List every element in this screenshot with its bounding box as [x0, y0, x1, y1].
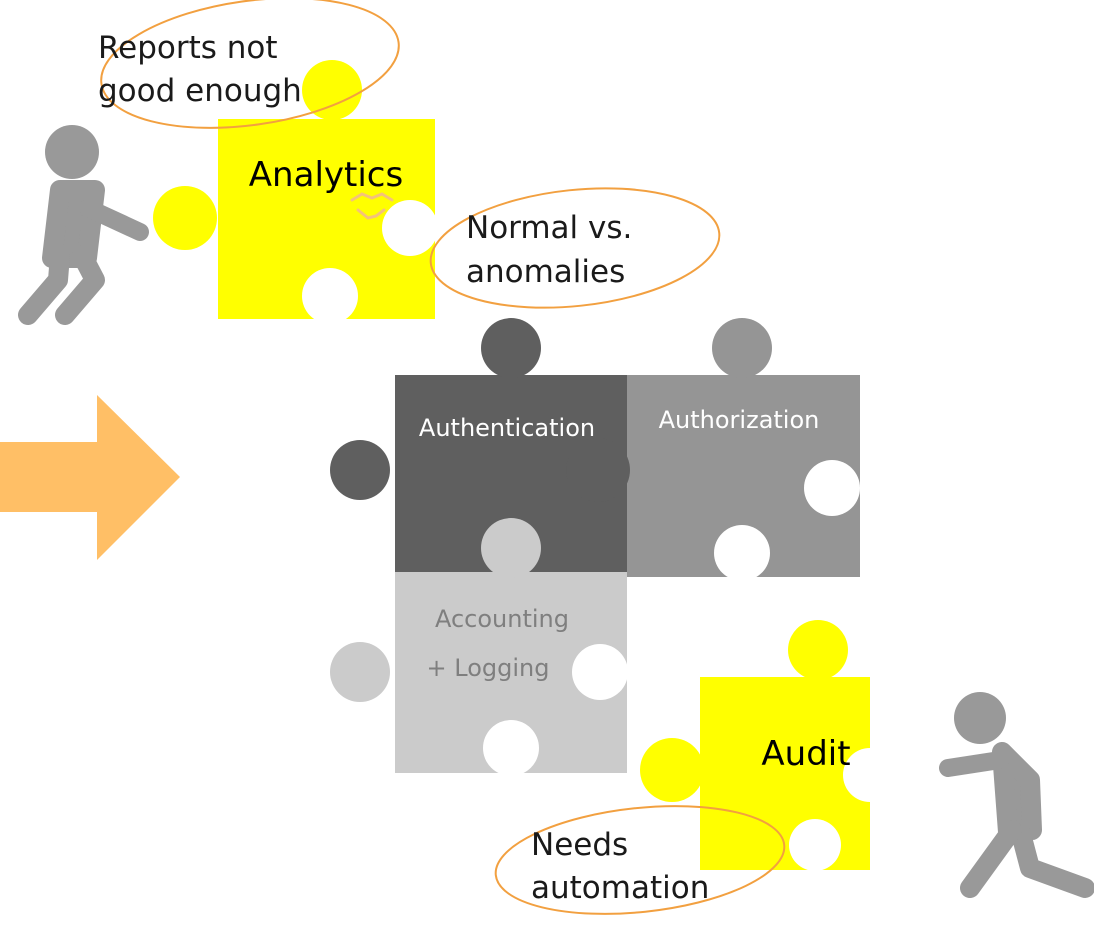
puzzle-piece-audit	[640, 620, 870, 870]
puzzle-piece-authentication	[330, 318, 630, 572]
audit-bottom-socket	[789, 819, 841, 871]
authorization-right-socket	[804, 460, 860, 516]
callout-reports-line1: Reports not	[98, 30, 278, 66]
person-pushing-icon	[939, 692, 1094, 898]
accounting-socket	[572, 644, 628, 700]
accounting-label-line2: + Logging	[427, 654, 550, 682]
audit-label: Audit	[761, 734, 850, 774]
callout-needs-line2: automation	[531, 870, 709, 906]
callout-ellipse-normal	[429, 187, 721, 309]
authentication-label: Authentication	[419, 414, 595, 442]
callout-normal-line1: Normal vs.	[466, 210, 632, 246]
analytics-right-socket	[382, 200, 438, 256]
callout-ellipse-reports	[100, 0, 400, 129]
callout-normal-line2: anomalies	[466, 254, 625, 290]
handshake-icon	[350, 192, 394, 220]
accounting-label-line1: Accounting	[435, 605, 569, 633]
callout-needs-line1: Needs	[531, 827, 628, 863]
analytics-bottom-socket	[302, 268, 358, 324]
callout-reports-line2: good enough	[98, 73, 302, 109]
accounting-bottom-socket	[483, 720, 539, 776]
audit-right-socket	[843, 748, 897, 802]
person-pushing-icon	[18, 125, 149, 325]
authorization-bottom-socket	[714, 525, 770, 581]
right-arrow-icon	[0, 395, 180, 560]
callout-ellipse-needs	[494, 805, 786, 915]
analytics-label: Analytics	[249, 155, 403, 195]
authorization-label: Authorization	[659, 406, 820, 434]
authentication-bottom-tab	[481, 518, 541, 578]
